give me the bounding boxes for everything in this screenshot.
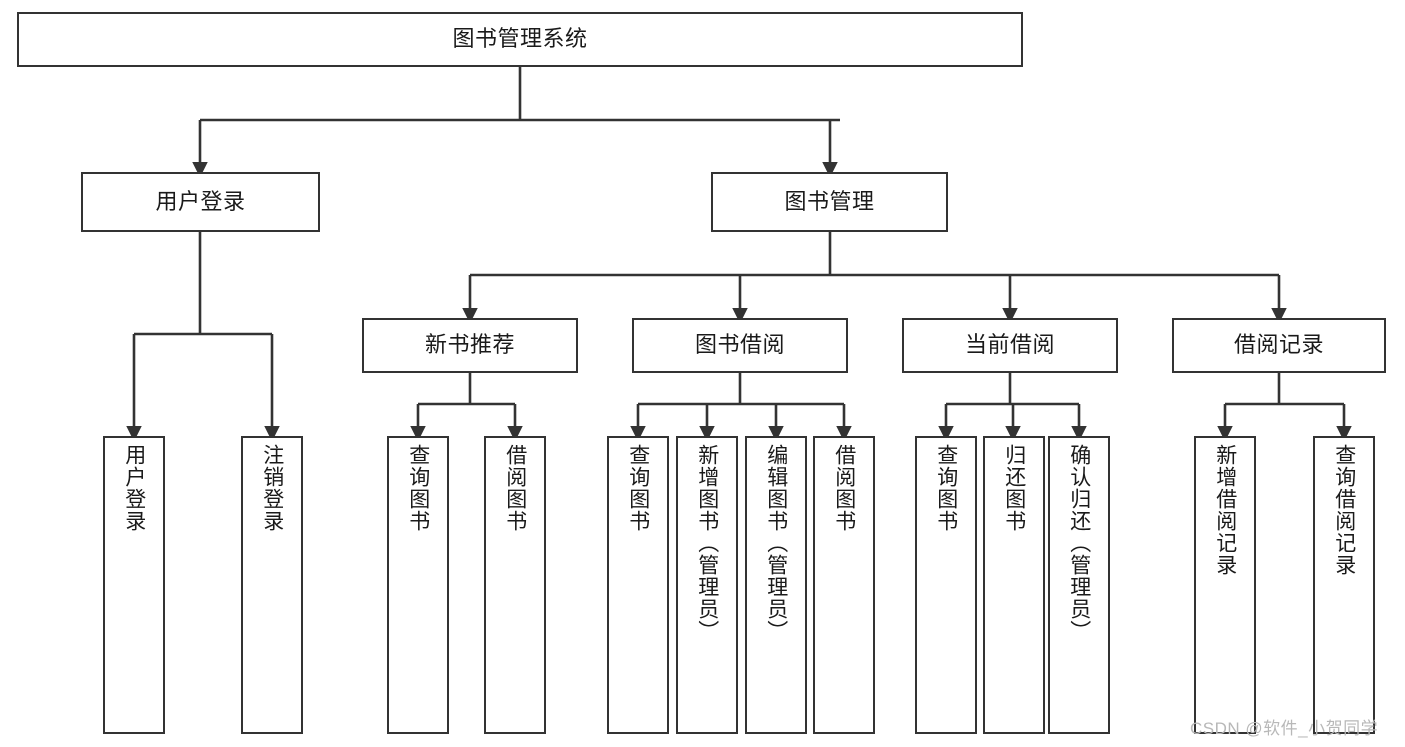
node-label: 新书推荐: [424, 332, 515, 358]
node-label: 用户登录: [155, 188, 246, 214]
node-label: 归还图书: [1002, 444, 1026, 532]
node-label: 注销登录: [260, 444, 284, 532]
node-leaf-query-book-recommend[interactable]: 查询图书: [387, 436, 449, 734]
node-leaf-query-borrow-record[interactable]: 查询借阅记录: [1313, 436, 1375, 734]
node-leaf-confirm-return-admin[interactable]: 确认归还（管理员）: [1048, 436, 1110, 734]
node-label: 借阅图书: [832, 444, 856, 532]
node-label: 编辑图书（管理员）: [764, 444, 788, 642]
node-current-borrow[interactable]: 当前借阅: [902, 318, 1118, 373]
node-leaf-query-book-current[interactable]: 查询图书: [915, 436, 977, 734]
node-leaf-logout[interactable]: 注销登录: [241, 436, 303, 734]
node-label: 当前借阅: [964, 332, 1055, 358]
node-label: 新增图书（管理员）: [695, 444, 719, 642]
node-label: 查询图书: [406, 444, 430, 532]
node-leaf-borrow-book[interactable]: 借阅图书: [813, 436, 875, 734]
node-leaf-user-login[interactable]: 用户登录: [103, 436, 165, 734]
node-book-borrow[interactable]: 图书借阅: [632, 318, 848, 373]
node-borrow-record[interactable]: 借阅记录: [1172, 318, 1386, 373]
node-leaf-add-book-admin[interactable]: 新增图书（管理员）: [676, 436, 738, 734]
node-leaf-add-borrow-record[interactable]: 新增借阅记录: [1194, 436, 1256, 734]
node-label: 借阅图书: [503, 444, 527, 532]
node-label: 查询图书: [934, 444, 958, 532]
node-label: 用户登录: [122, 444, 146, 532]
node-label: 借阅记录: [1233, 332, 1324, 358]
node-leaf-query-book-borrow[interactable]: 查询图书: [607, 436, 669, 734]
node-leaf-return-book[interactable]: 归还图书: [983, 436, 1045, 734]
node-label: 图书管理系统: [452, 26, 588, 52]
node-root-book-management-system[interactable]: 图书管理系统: [17, 12, 1023, 67]
node-leaf-borrow-book-recommend[interactable]: 借阅图书: [484, 436, 546, 734]
node-new-book-recommend[interactable]: 新书推荐: [362, 318, 578, 373]
node-user-login[interactable]: 用户登录: [81, 172, 320, 232]
node-label: 图书管理: [784, 188, 875, 214]
node-label: 确认归还（管理员）: [1067, 444, 1091, 642]
node-label: 图书借阅: [694, 332, 785, 358]
node-label: 新增借阅记录: [1213, 444, 1237, 576]
node-label: 查询借阅记录: [1332, 444, 1356, 576]
node-label: 查询图书: [626, 444, 650, 532]
node-book-management[interactable]: 图书管理: [711, 172, 948, 232]
node-leaf-edit-book-admin[interactable]: 编辑图书（管理员）: [745, 436, 807, 734]
